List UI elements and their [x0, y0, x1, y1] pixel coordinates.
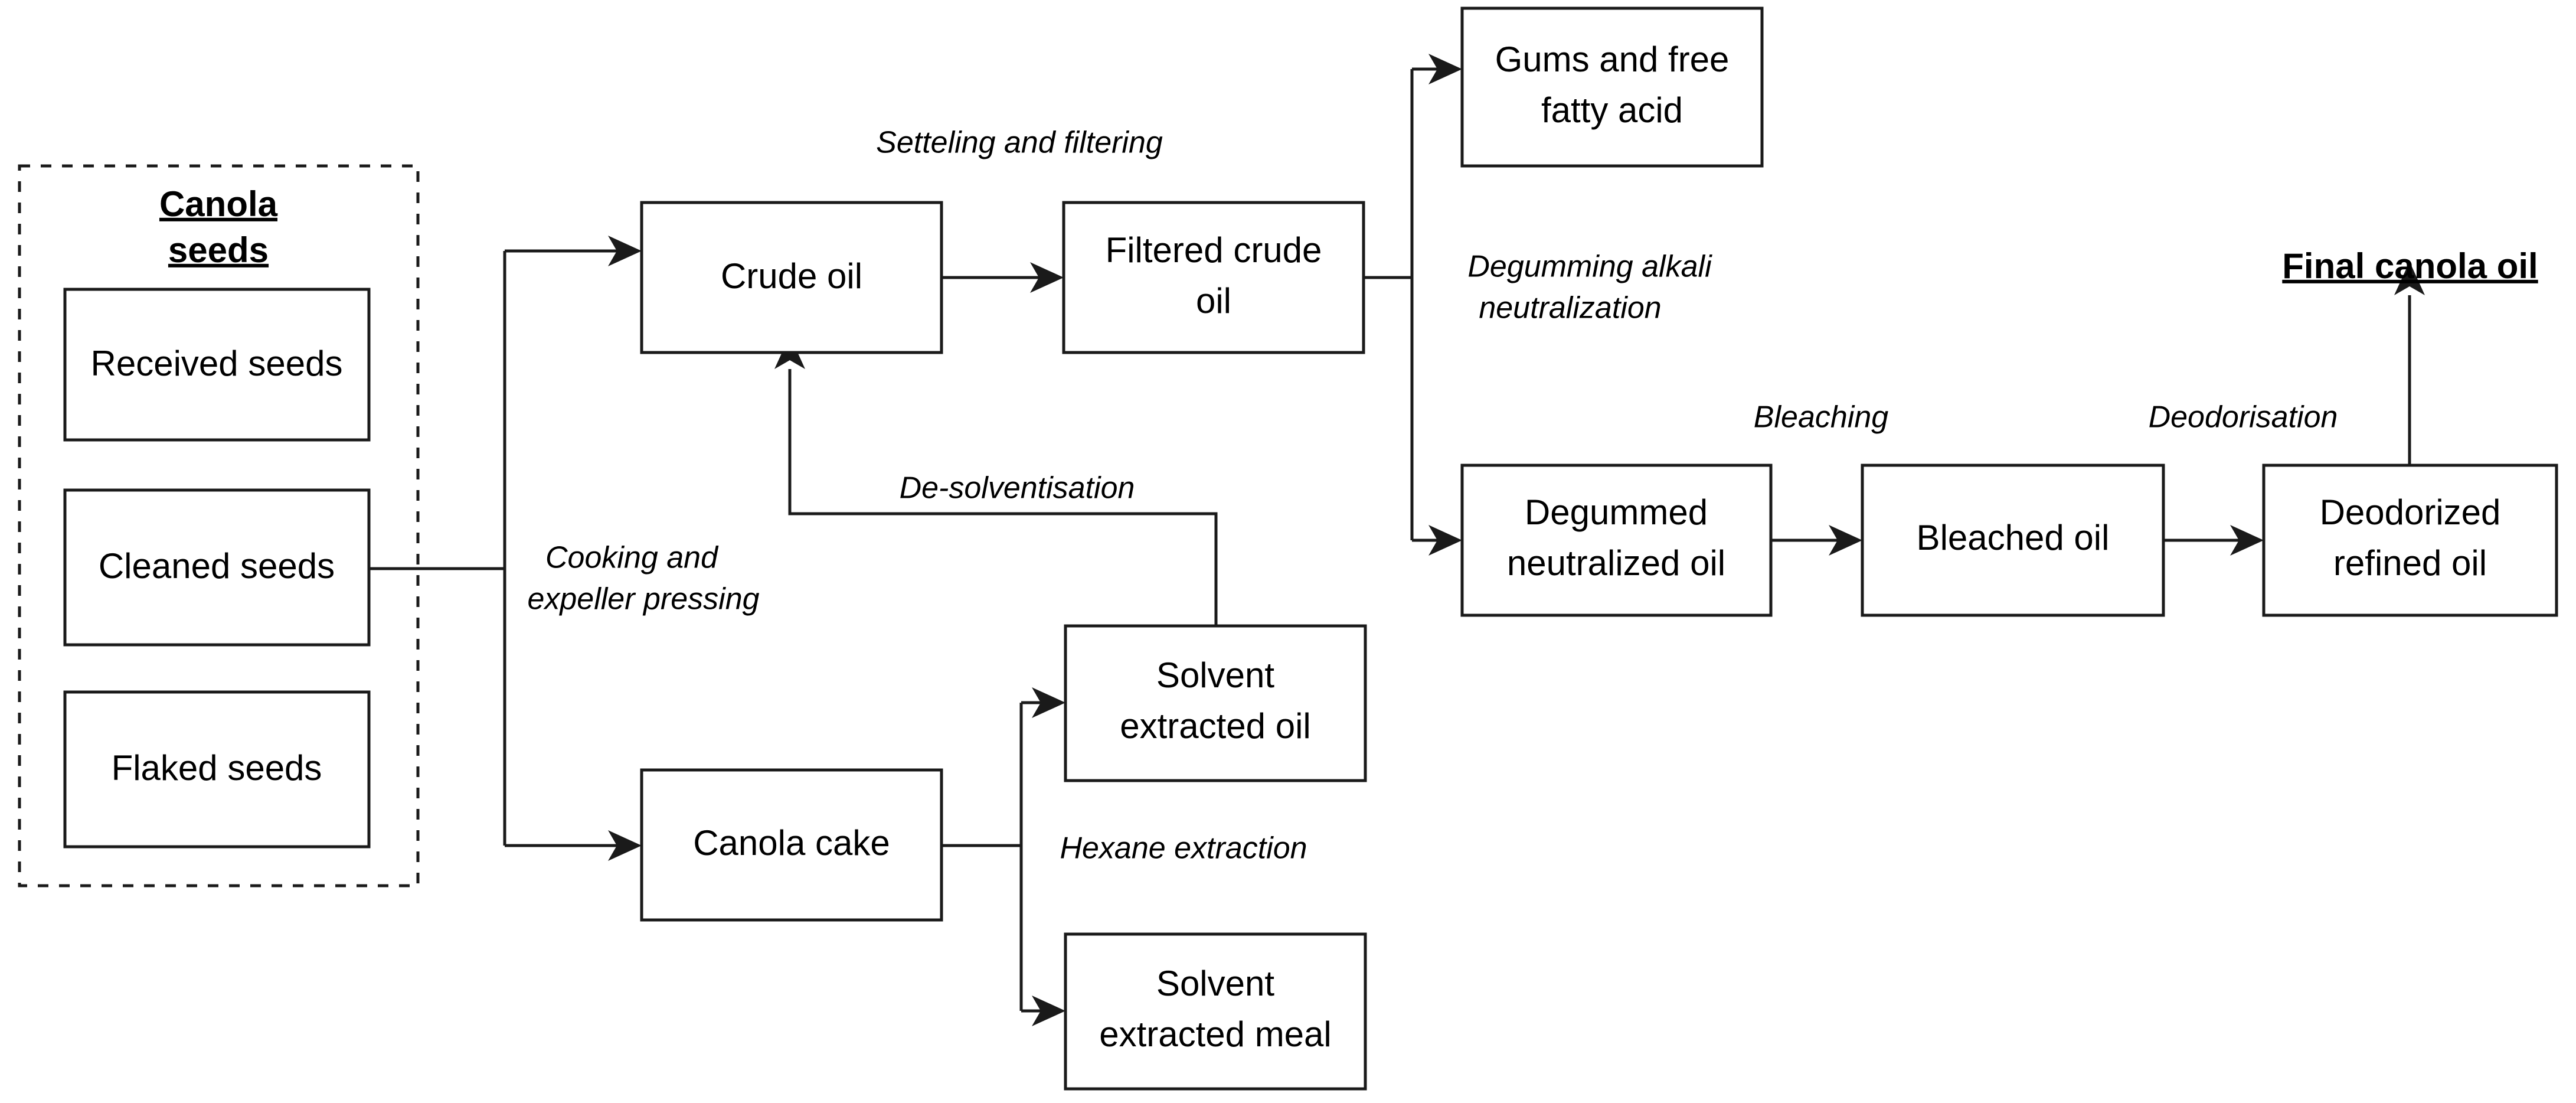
node-gums-free-fatty-acid[interactable] [1460, 6, 1764, 168]
node-filtered-crude-oil-label-line2: oil [1196, 281, 1231, 321]
arrowhead-to-solventmeal [1032, 996, 1065, 1026]
node-bleached-oil-label: Bleached oil [1917, 518, 2110, 557]
arrowhead-to-deodorized [2230, 525, 2264, 556]
node-degummed-label-line1: Degummed [1525, 492, 1708, 532]
node-gums-label-line2: fatty acid [1541, 90, 1683, 130]
canola-seeds-group-title-line1: Canola [159, 184, 278, 224]
arrowhead-to-gums [1428, 54, 1462, 84]
node-flaked-seeds-label: Flaked seeds [112, 748, 322, 788]
arrowhead-to-solventoil [1032, 687, 1065, 718]
process-label-settling-filtering: Setteling and filtering [876, 126, 1163, 160]
process-label-cooking-line2: expeller pressing [527, 582, 759, 616]
final-canola-oil-label: Final canola oil [2282, 246, 2538, 286]
node-solvent-extracted-oil[interactable] [1064, 624, 1367, 782]
arrowhead-to-crudeoil [608, 236, 642, 266]
node-deodorized-label-line1: Deodorized [2320, 492, 2501, 532]
process-label-deodorisation: Deodorisation [2149, 400, 2338, 435]
node-cleaned-seeds-label: Cleaned seeds [99, 546, 335, 586]
node-gums-label-line1: Gums and free [1495, 40, 1730, 79]
node-received-seeds-label: Received seeds [91, 344, 343, 383]
process-label-desolventisation: De-solventisation [900, 471, 1135, 505]
process-label-cooking-line1: Cooking and [545, 541, 719, 575]
node-flaked-seeds[interactable] [63, 690, 371, 849]
process-label-degumming-line2: neutralization [1479, 291, 1661, 325]
node-filtered-crude-oil[interactable] [1062, 201, 1365, 354]
arrowhead-to-canolacake [608, 830, 642, 861]
canola-seeds-group-title-line2: seeds [168, 230, 269, 270]
node-solvent-meal-label-line2: extracted meal [1099, 1014, 1332, 1054]
node-canola-cake[interactable] [640, 768, 943, 922]
process-label-degumming-line1: Degumming alkali [1467, 250, 1712, 284]
arrowhead-to-filtered [1030, 262, 1064, 293]
arrowhead-to-final [2394, 262, 2425, 295]
edge-desolventisation [788, 369, 1218, 626]
node-solvent-oil-label-line1: Solvent [1156, 655, 1274, 695]
node-canola-cake-label: Canola cake [693, 823, 890, 863]
process-label-bleaching: Bleaching [1754, 400, 1888, 435]
node-solvent-extracted-meal[interactable] [1064, 932, 1367, 1091]
node-degummed-neutralized-oil[interactable] [1460, 464, 1773, 617]
node-cleaned-seeds[interactable] [63, 488, 371, 647]
node-solvent-meal-label-line1: Solvent [1156, 964, 1274, 1003]
node-crude-oil[interactable] [640, 201, 943, 354]
node-degummed-label-line2: neutralized oil [1507, 543, 1725, 583]
node-solvent-oil-label-line2: extracted oil [1120, 706, 1311, 746]
node-filtered-crude-oil-label-line1: Filtered crude [1106, 230, 1322, 270]
arrowhead-to-bleached [1829, 525, 1862, 556]
node-bleached-oil[interactable] [1861, 464, 2165, 617]
arrowhead-to-degummed [1428, 525, 1462, 556]
canola-seeds-group-box [18, 164, 420, 887]
node-deodorized-label-line2: refined oil [2333, 543, 2487, 583]
node-deodorized-refined-oil[interactable] [2262, 464, 2558, 617]
process-label-hexane-extraction: Hexane extraction [1060, 831, 1307, 866]
node-crude-oil-label: Crude oil [721, 256, 862, 296]
node-received-seeds[interactable] [63, 288, 371, 442]
